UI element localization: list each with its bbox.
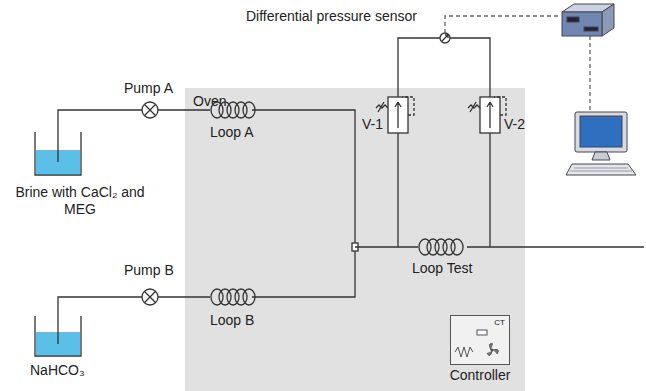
- computer: [566, 112, 636, 175]
- coil-loop: [243, 102, 255, 118]
- coil-loop: [451, 239, 463, 255]
- valve-spring: [376, 102, 388, 112]
- sensor-symbol: [442, 35, 448, 41]
- solution-label: Brine with CaCl₂ and MEG: [10, 184, 150, 218]
- pipe: [398, 38, 490, 247]
- valve-label: V-2: [504, 116, 525, 133]
- solution-label: NaHCO₃: [30, 362, 85, 379]
- loop-label: Loop Test: [412, 260, 472, 277]
- valve-arrow: [395, 102, 401, 128]
- valve-arrow: [487, 102, 493, 128]
- valve-symbol: [388, 97, 408, 133]
- loop-label: Loop B: [210, 312, 254, 329]
- pipe: [252, 110, 355, 297]
- sensor-label: Differential pressure sensor: [246, 8, 417, 25]
- pump-symbol: [144, 104, 155, 115]
- controller-box: CTController: [450, 315, 510, 365]
- acquisition-unit: [562, 4, 614, 36]
- pump-symbol: [142, 289, 158, 305]
- valve-label: V-1: [362, 116, 383, 133]
- pump-symbol: [142, 102, 158, 118]
- loop-label: Loop A: [210, 124, 254, 141]
- valve-symbol: [480, 97, 500, 133]
- coil-loop: [243, 289, 255, 305]
- device-tag: CT: [494, 318, 505, 327]
- valve-spring: [468, 102, 480, 112]
- pilot-line: [494, 97, 506, 115]
- pump-label: Pump B: [124, 262, 174, 279]
- pilot-line: [402, 97, 414, 115]
- sensor-symbol: [440, 33, 450, 43]
- pump-symbol: [144, 291, 155, 302]
- pipe: [58, 110, 142, 162]
- pump-label: Pump A: [124, 80, 173, 97]
- region-title: Oven: [193, 93, 226, 109]
- device-name: Controller: [450, 367, 511, 383]
- pipe: [58, 297, 142, 344]
